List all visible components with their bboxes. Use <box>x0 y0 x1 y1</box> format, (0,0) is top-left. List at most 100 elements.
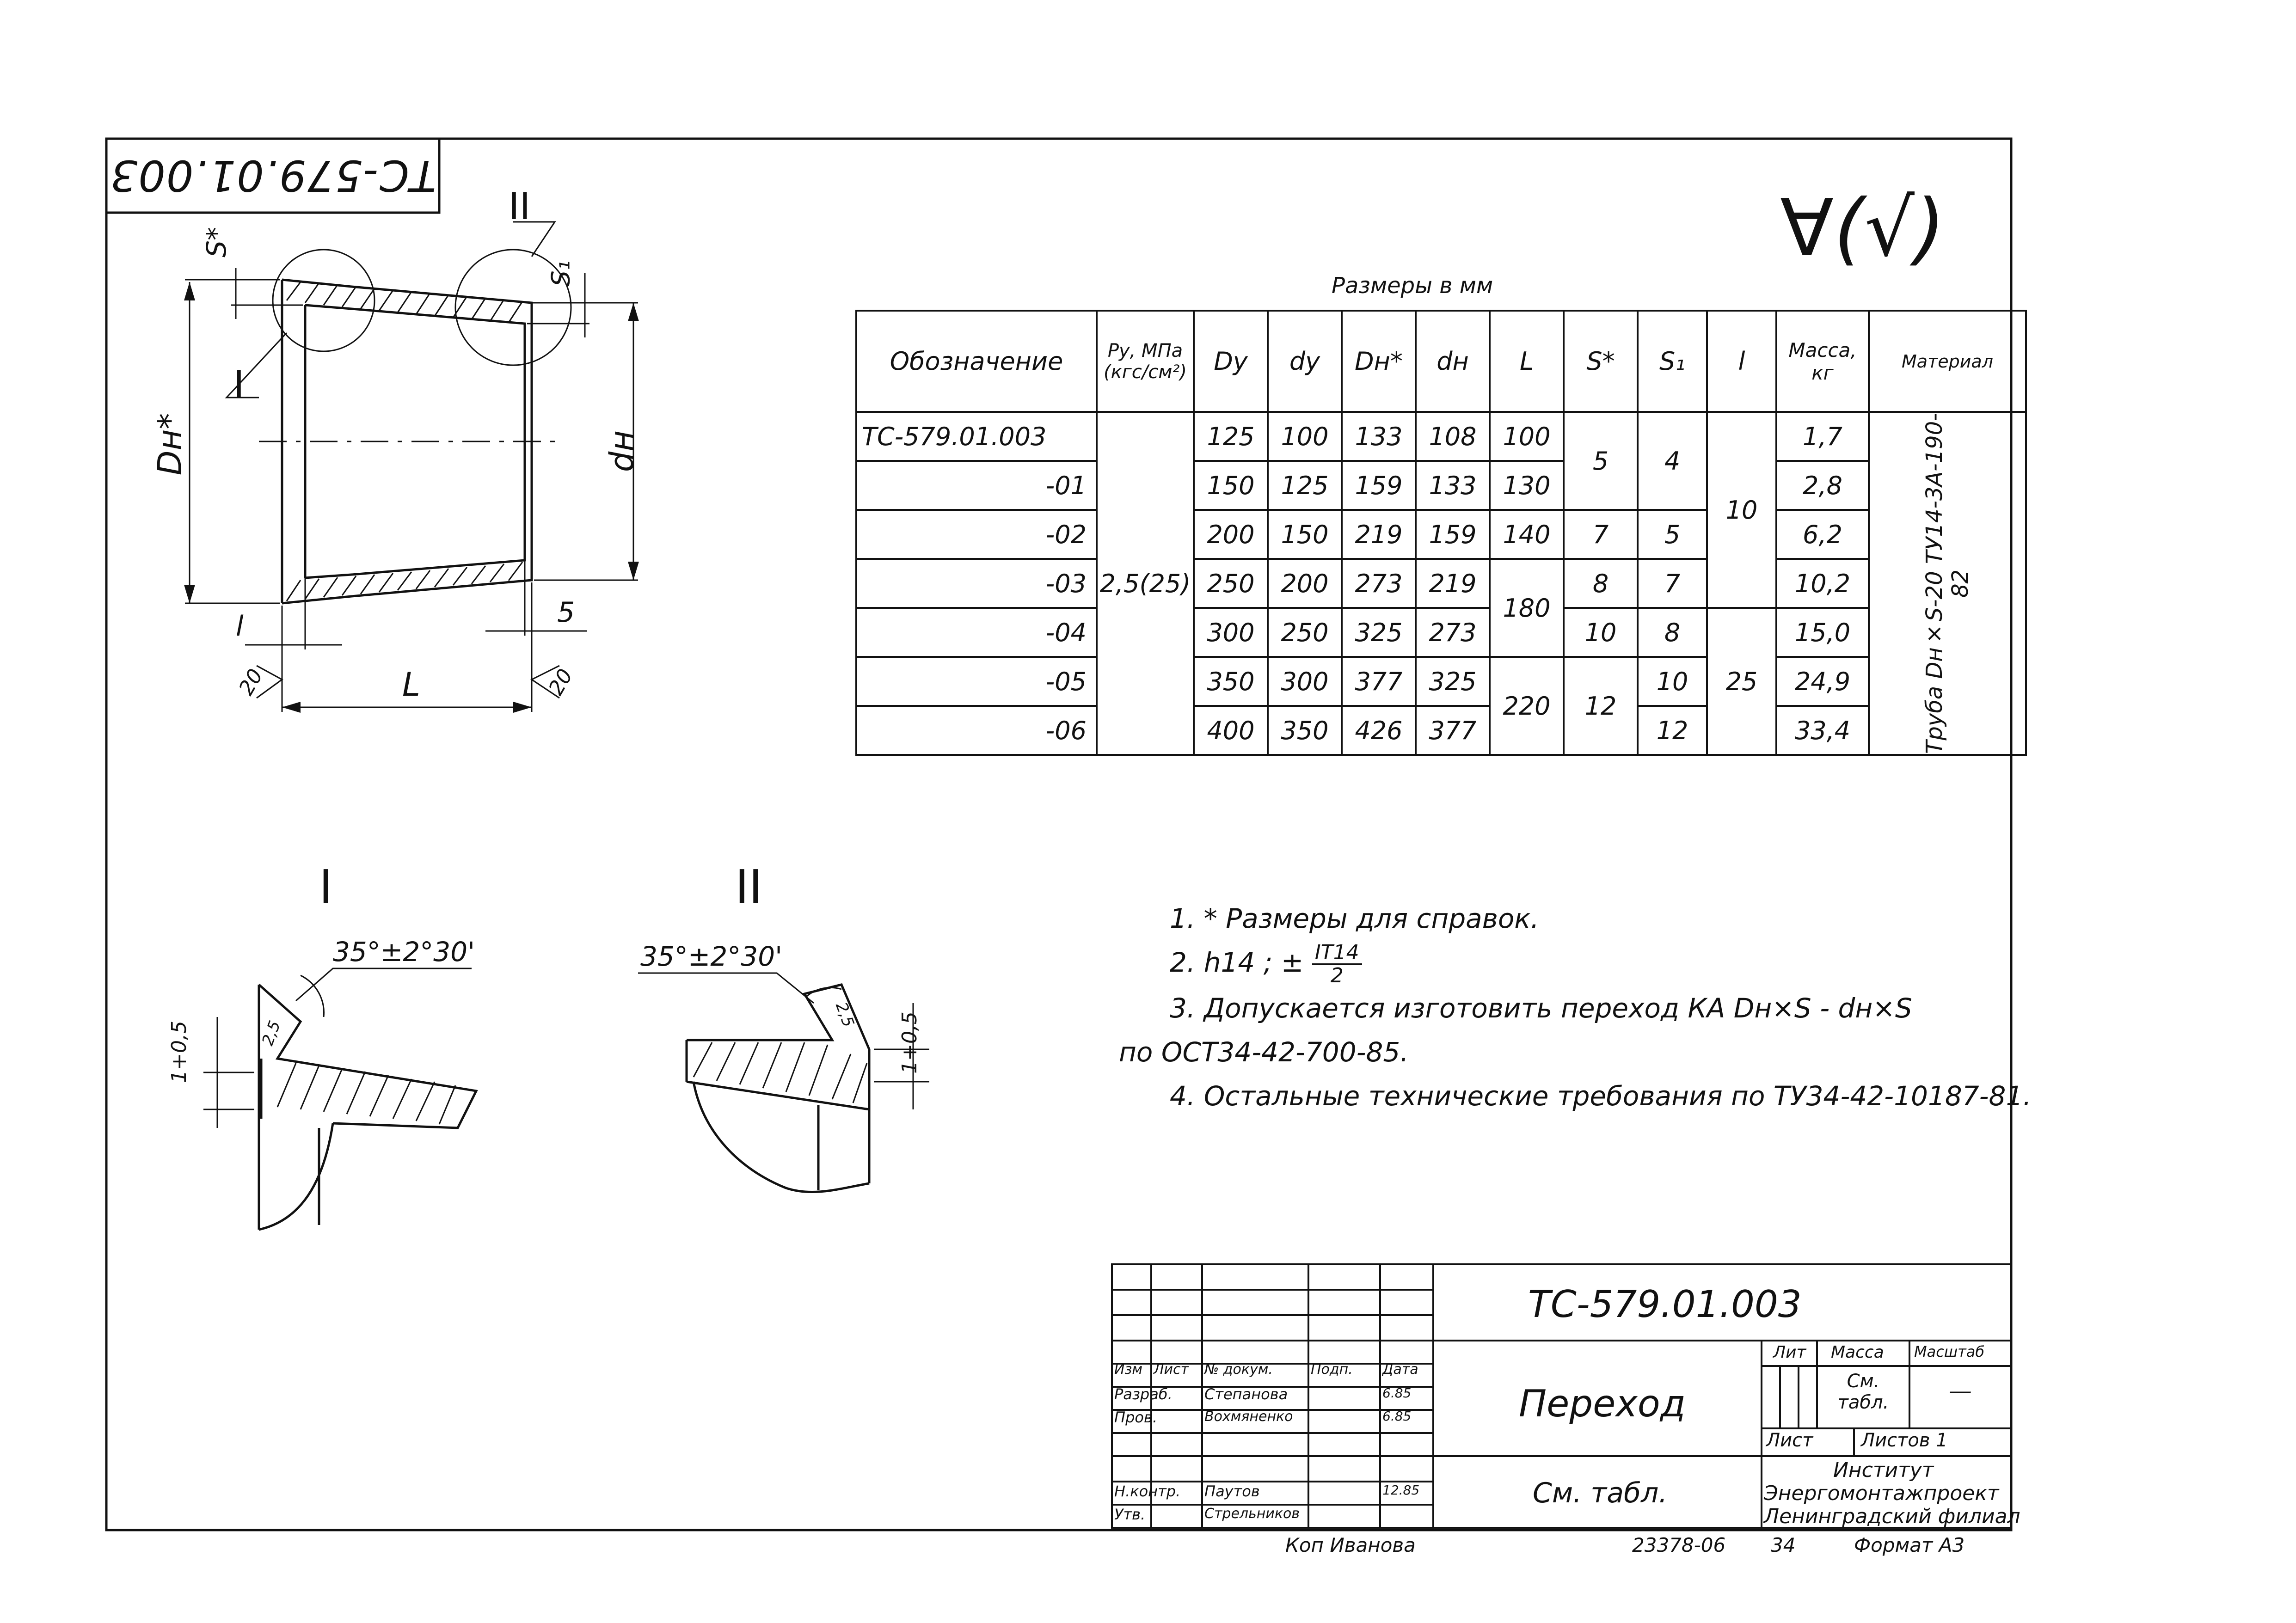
cell-Dy: 400 <box>1193 705 1269 756</box>
dimension-table: Обозначение Ру, МПа (кгс/см²) Dу dу Dн* … <box>855 310 2027 756</box>
cell-dn: 273 <box>1415 607 1491 658</box>
header-pressure: Ру, МПа (кгс/см²) <box>1096 310 1195 413</box>
tb-product-name: Переход <box>1519 1382 1686 1425</box>
table-header-row: Обозначение Ру, МПа (кгс/см²) Dу dу Dн* … <box>855 310 2027 413</box>
hatch-bottom <box>286 562 523 601</box>
cell-l: 25 <box>1706 607 1777 756</box>
cell-designation: -05 <box>855 656 1098 707</box>
cell-S1: 4 <box>1637 411 1708 511</box>
cell-Dy: 350 <box>1193 656 1269 707</box>
cell-S: 12 <box>1563 656 1639 756</box>
footer-format: Формат А3 <box>1854 1534 1965 1556</box>
table-row: ТС-579.01.003 2,5(25) 125 100 133 108 10… <box>855 411 2026 756</box>
cell-L: 130 <box>1489 460 1565 511</box>
tb-lit-label: Лит <box>1773 1343 1806 1362</box>
tb-col-ndoc: № докум. <box>1204 1361 1273 1378</box>
header-mass: Масса, кг <box>1775 310 1870 413</box>
cell-Dy: 300 <box>1193 607 1269 658</box>
detail-I-hatch <box>276 1063 456 1125</box>
tb-nkontr-date: 12.85 <box>1382 1482 1420 1498</box>
tb-col-izm: Изм <box>1114 1361 1143 1378</box>
surface-finish-mark: ∀(√) <box>1780 183 1946 274</box>
cell-Dn: 273 <box>1341 558 1417 609</box>
cell-S1: 10 <box>1637 656 1708 707</box>
detail-II-hatch <box>693 1042 868 1103</box>
dim-label-Dn-star: Dн* <box>151 413 189 476</box>
detail-I <box>203 968 478 1231</box>
detail-II-angle: 35°±2°30' <box>640 941 783 972</box>
footer-copied-by: Коп Иванова <box>1285 1534 1416 1556</box>
rotated-stamp-code: ТС-579.01.003 <box>109 151 436 201</box>
note-2: 2. h14 ; ± IT14 2 <box>1119 941 2032 986</box>
detail-I-angle: 35°±2°30' <box>333 936 475 968</box>
header-dy: dу <box>1267 310 1343 413</box>
table-row: -03 250 200 273 219 180 8 7 10,2 <box>855 558 2026 658</box>
tb-org-line3: Ленинградский филиал <box>1764 1505 2020 1528</box>
cell-designation: -03 <box>855 558 1098 609</box>
dim-label-dn: dн <box>603 430 641 472</box>
detail-II-tolerance: 1+0,5 <box>897 1011 921 1074</box>
cell-dy: 100 <box>1267 411 1343 462</box>
technical-notes: 1. * Размеры для справок. 2. h14 ; ± IT1… <box>1119 897 2032 1118</box>
header-Dy: Dу <box>1193 310 1269 413</box>
dim-label-s-star: S* <box>200 227 232 257</box>
tb-listov-label: Листов 1 <box>1861 1430 1948 1451</box>
tb-doc-code: ТС-579.01.003 <box>1528 1283 1802 1326</box>
cell-dy: 300 <box>1267 656 1343 707</box>
title-block: ТС-579.01.003 Переход См. табл. Изм Лист… <box>1112 1264 2020 1528</box>
tb-col-podp: Подп. <box>1311 1361 1353 1378</box>
note-2-text: 2. h14 ; ± <box>1170 947 1304 978</box>
tb-material: См. табл. <box>1533 1477 1668 1509</box>
header-Dn: Dн* <box>1341 310 1417 413</box>
cell-dy: 150 <box>1267 509 1343 560</box>
note-1: 1. * Размеры для справок. <box>1170 903 1539 934</box>
cell-dy: 250 <box>1267 607 1343 658</box>
tb-razrab-name: Степанова <box>1204 1385 1288 1403</box>
note-3: 3. Допускается изготовить переход КА Dн×… <box>1170 992 1912 1024</box>
cell-Dy: 125 <box>1193 411 1269 462</box>
cell-mass: 1,7 <box>1775 411 1870 462</box>
cell-S1: 12 <box>1637 705 1708 756</box>
cell-L: 180 <box>1489 558 1565 658</box>
detail-circle-I <box>272 249 375 352</box>
cell-Dn: 426 <box>1341 705 1417 756</box>
cell-dy: 350 <box>1267 705 1343 756</box>
cell-designation: -01 <box>855 460 1098 511</box>
dimension-lines <box>185 268 638 712</box>
footer-number: 23378-06 <box>1632 1534 1726 1556</box>
tb-col-list: Лист <box>1154 1361 1189 1378</box>
cell-mass: 15,0 <box>1775 607 1870 658</box>
outer-frame <box>105 137 2013 1531</box>
detail-circle-II <box>454 249 572 366</box>
cell-Dn: 159 <box>1341 460 1417 511</box>
cell-designation: ТС-579.01.003 <box>855 411 1098 462</box>
cell-Dy: 150 <box>1193 460 1269 511</box>
cell-l: 10 <box>1706 411 1777 609</box>
header-dn: dн <box>1415 310 1491 413</box>
cell-S: 5 <box>1563 411 1639 511</box>
cell-Dy: 250 <box>1193 558 1269 609</box>
dim-label-s1: S₁ <box>546 260 576 287</box>
header-designation: Обозначение <box>855 310 1098 413</box>
note-2-fraction: IT14 2 <box>1312 942 1362 986</box>
table-row: -04 300 250 325 273 10 8 25 15,0 <box>855 607 2026 756</box>
note-2-numerator: IT14 <box>1312 942 1362 965</box>
header-material: Материал <box>1868 310 2027 413</box>
cell-Dn: 133 <box>1341 411 1417 462</box>
cell-designation: -02 <box>855 509 1098 560</box>
cell-S1: 5 <box>1637 509 1708 560</box>
tb-role-prov: Пров. <box>1114 1409 1157 1426</box>
tb-role-utv: Утв. <box>1114 1506 1146 1523</box>
cell-S: 7 <box>1563 509 1639 560</box>
cell-dn: 377 <box>1415 705 1491 756</box>
header-S: S* <box>1563 310 1639 413</box>
note-2-denominator: 2 <box>1330 963 1344 987</box>
cell-mass: 10,2 <box>1775 558 1870 609</box>
cell-Dn: 377 <box>1341 656 1417 707</box>
tb-org-line2: Энергомонтажпроект <box>1764 1482 1999 1505</box>
tb-massa-label: Масса <box>1831 1343 1884 1362</box>
cell-material: Труба Dн×S-20 ТУ14-3А-190-82 <box>1869 412 2026 755</box>
detail-title-II: II <box>735 860 762 914</box>
header-l: l <box>1706 310 1777 413</box>
